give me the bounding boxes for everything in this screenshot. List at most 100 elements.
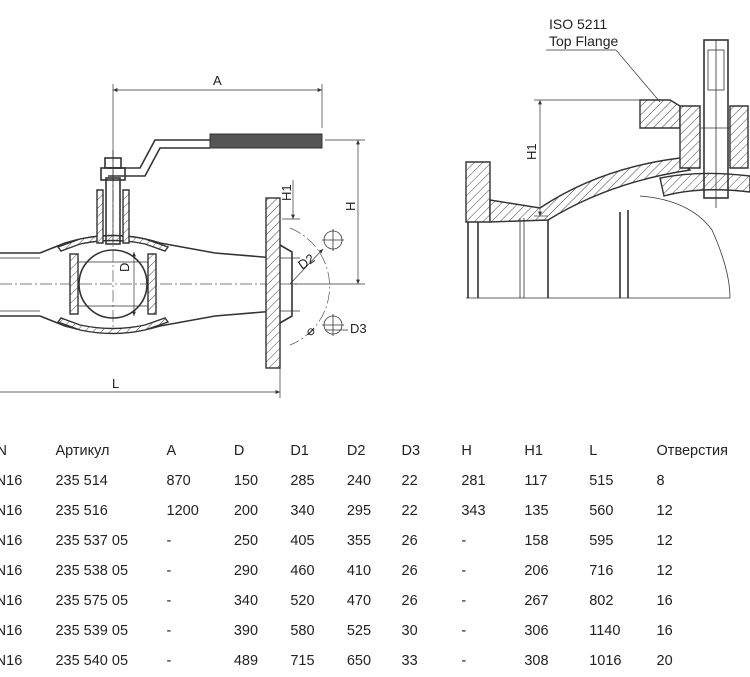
table-cell: 340 <box>290 503 315 519</box>
header-d3: D3 <box>401 443 421 459</box>
table-cell: 281 <box>461 473 486 489</box>
table-cell: 235 537 05 <box>55 533 129 549</box>
table-row: PN16 235 516 1200 200 340 295 22 343 135… <box>0 496 736 526</box>
label-L: L <box>112 376 119 391</box>
table-cell: 285 <box>290 473 315 489</box>
table-cell: 235 538 05 <box>55 563 129 579</box>
table-row: PN16 235 539 05 - 390 580 525 30 - 306 1… <box>0 616 736 646</box>
table-cell: 250 <box>233 533 259 549</box>
table-row: PN16 235 537 05 - 250 405 355 26 - 158 5… <box>0 526 736 556</box>
header-a: A <box>166 443 177 459</box>
table-cell: 22 <box>401 503 418 519</box>
table-cell: - <box>166 623 172 639</box>
svg-text:⌀: ⌀ <box>307 323 315 338</box>
table-cell: 235 514 <box>55 473 108 489</box>
header-h: H <box>461 443 472 459</box>
table-cell: - <box>166 533 172 549</box>
table-cell: 560 <box>589 503 614 519</box>
table-cell: 150 <box>233 473 259 489</box>
end-flange <box>265 197 281 369</box>
header-d1: D1 <box>290 443 309 459</box>
table-row: PN16 235 538 05 - 290 460 410 26 - 206 7… <box>0 556 736 586</box>
table-cell: 235 539 05 <box>55 623 129 639</box>
table-cell: PN16 <box>0 653 23 669</box>
label-D: D <box>117 263 132 272</box>
table-cell: 12 <box>656 533 673 549</box>
label-H: H <box>343 202 358 211</box>
table-cell: 802 <box>589 593 614 609</box>
table-cell: 716 <box>589 563 614 579</box>
table-cell: PN16 <box>0 563 23 579</box>
table-cell: 715 <box>290 653 315 669</box>
header-l: L <box>589 443 598 459</box>
table-cell: 489 <box>233 653 259 669</box>
table-cell: 1016 <box>589 653 622 669</box>
ball <box>78 249 148 319</box>
table-cell: 16 <box>656 623 673 639</box>
dimensions-table: DN Артикул A D D1 D2 D3 H H1 L Отверстия… <box>0 436 736 676</box>
table-cell: 340 <box>233 593 259 609</box>
table-cell: - <box>166 563 172 579</box>
table-cell: - <box>461 653 467 669</box>
table-cell: 235 516 <box>55 503 108 519</box>
table-cell: 26 <box>401 533 418 549</box>
table-cell: 306 <box>524 623 549 639</box>
table-cell: 16 <box>656 593 673 609</box>
table-cell: 20 <box>656 653 673 669</box>
table-row: PN16 235 540 05 - 489 715 650 33 - 308 1… <box>0 646 736 676</box>
table-cell: - <box>166 653 172 669</box>
valve-technical-drawing: D D2 D3 ⌀ A <box>0 16 750 398</box>
top-flange-detail-view: H1 ISO 5211 Top Flange <box>465 16 750 299</box>
table-header-row: DN Артикул A D D1 D2 D3 H H1 L Отверстия <box>0 436 736 466</box>
table-row: PN16 235 575 05 - 340 520 470 26 - 267 8… <box>0 586 736 616</box>
table-cell: PN16 <box>0 533 23 549</box>
table-cell: 650 <box>346 653 372 669</box>
table-cell: 240 <box>346 473 372 489</box>
header-dn: DN <box>0 443 7 459</box>
table-cell: PN16 <box>0 503 23 519</box>
table-cell: 30 <box>401 623 418 639</box>
table-cell: 520 <box>290 593 315 609</box>
label-A: A <box>213 73 222 88</box>
detail-label-H1: H1 <box>524 143 539 160</box>
table-cell: - <box>461 593 467 609</box>
table-cell: 1140 <box>589 623 621 639</box>
table-cell: 235 575 05 <box>55 593 129 609</box>
table-cell: 343 <box>461 503 486 519</box>
header-holes: Отверстия <box>656 443 728 459</box>
table-cell: 206 <box>524 563 549 579</box>
table-cell: 200 <box>233 503 259 519</box>
table-cell: 390 <box>233 623 259 639</box>
table-cell: PN16 <box>0 473 23 489</box>
valve-side-view: D D2 D3 ⌀ A <box>0 73 367 398</box>
label-D2: D2 <box>295 251 317 273</box>
table-cell: 22 <box>401 473 418 489</box>
table-cell: - <box>461 563 467 579</box>
table-cell: 26 <box>401 563 418 579</box>
table-cell: 33 <box>401 653 418 669</box>
label-H1: H1 <box>279 184 294 201</box>
table-cell: 267 <box>524 593 549 609</box>
flange-standard-label: ISO 5211 <box>549 16 607 32</box>
table-cell: 295 <box>346 503 372 519</box>
table-cell: 525 <box>346 623 372 639</box>
table-cell: 308 <box>524 653 549 669</box>
table-cell: - <box>461 623 467 639</box>
table-cell: 158 <box>524 533 549 549</box>
table-cell: 135 <box>524 503 549 519</box>
table-row: PN16 235 514 870 150 285 240 22 281 117 … <box>0 466 736 496</box>
table-cell: 460 <box>290 563 315 579</box>
flange-name-label: Top Flange <box>549 33 618 49</box>
table-cell: 290 <box>233 563 259 579</box>
table-cell: 405 <box>290 533 315 549</box>
table-cell: PN16 <box>0 593 23 609</box>
table-cell: 410 <box>346 563 372 579</box>
table-cell: 117 <box>524 473 548 489</box>
table-cell: 26 <box>401 593 418 609</box>
header-d2: D2 <box>346 443 366 459</box>
header-d: D <box>233 443 245 459</box>
header-h1: H1 <box>524 443 543 459</box>
handle-grip <box>209 133 323 149</box>
table-cell: 8 <box>656 473 665 489</box>
table-cell: 12 <box>656 503 673 519</box>
